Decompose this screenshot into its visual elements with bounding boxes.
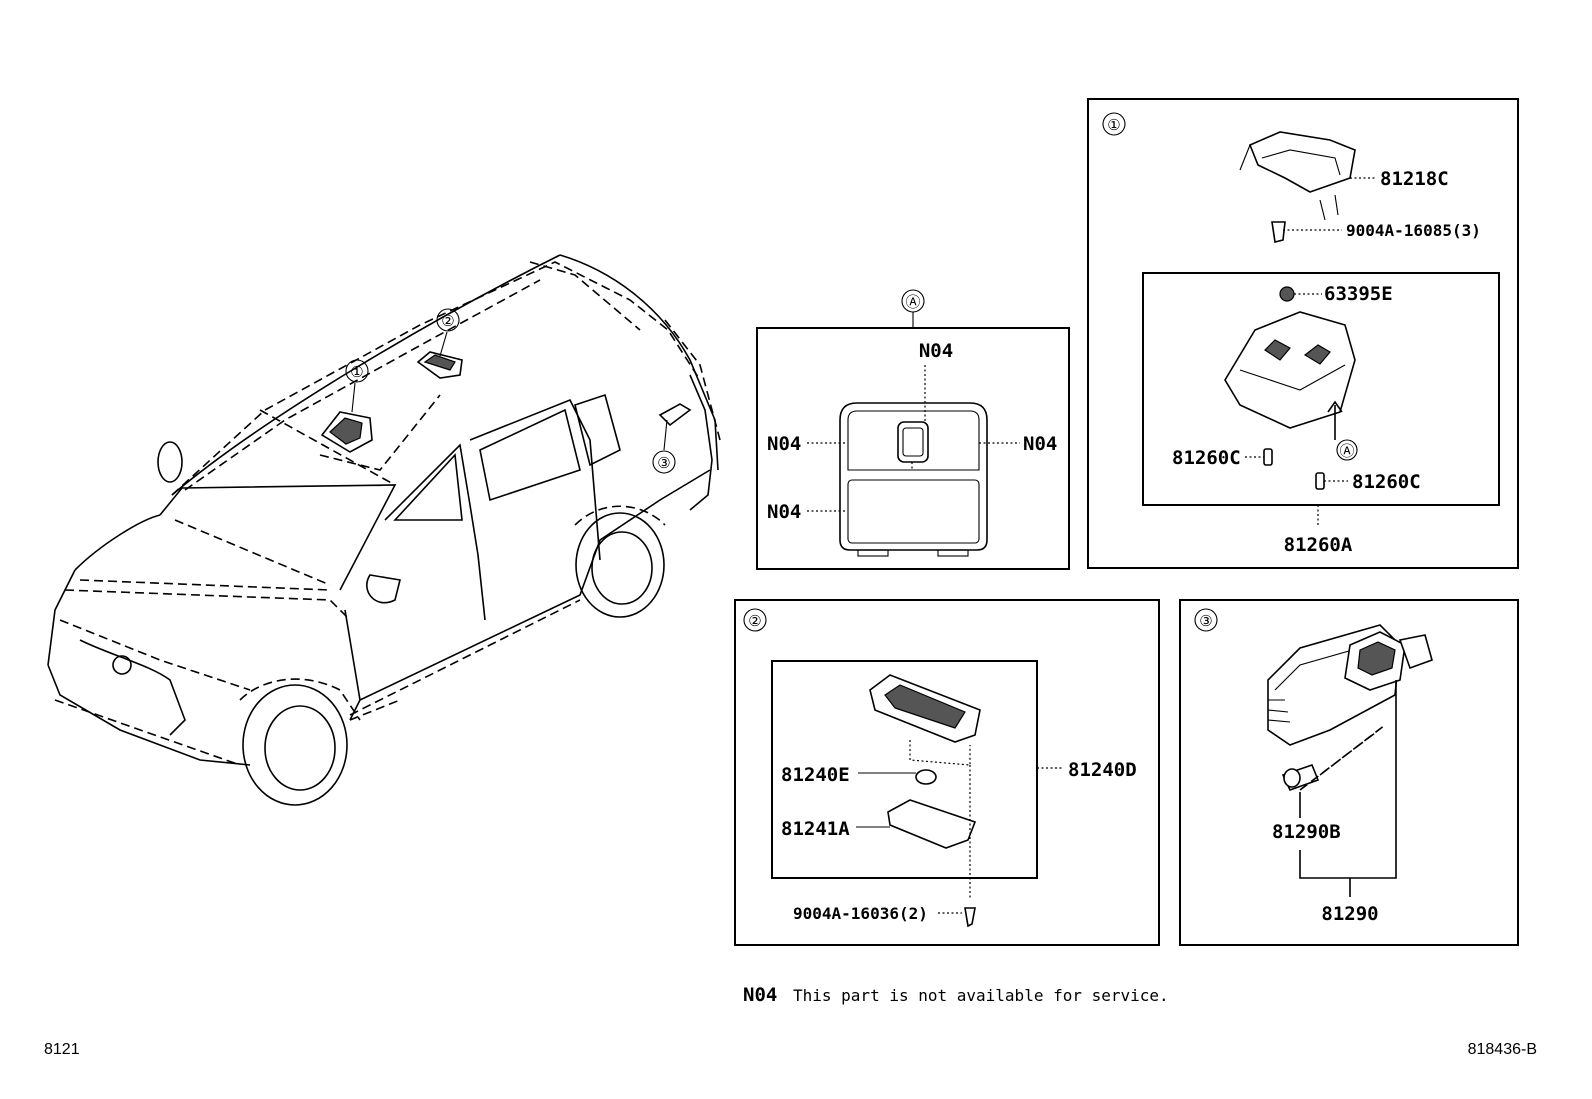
label-81241A: 81241A (781, 818, 850, 840)
note-text: This part is not available for service. (793, 986, 1169, 1005)
box-2-callout-label: ② (748, 613, 761, 630)
label-81260C-right: 81260C (1352, 471, 1421, 493)
label-81218C: 81218C (1380, 168, 1449, 190)
box-1-callout-circle (1102, 112, 1126, 136)
callout-1-label: ① (350, 364, 363, 381)
callout-3-label: ③ (657, 455, 670, 472)
bracket-81218C-illustration (1239, 131, 1356, 243)
callout-1-circle (345, 359, 369, 383)
label-81240D: 81240D (1068, 759, 1137, 781)
footer-right: 818436-B (1468, 1041, 1537, 1058)
box-1-a-callout-label: Ⓐ (1339, 443, 1354, 460)
box-3 (1179, 599, 1519, 946)
note-code: N04 (743, 984, 777, 1006)
map-lamp-assembly-illustration (869, 674, 981, 928)
detail-a-n04-left: N04 (767, 433, 801, 455)
vehicle-illustration (47, 254, 721, 806)
box-1-callout-label: ① (1107, 117, 1120, 134)
callout-2-circle (436, 308, 460, 332)
box-1-a-callout-circle (1336, 439, 1358, 461)
label-63395E: 63395E (1324, 283, 1393, 305)
footer-left: 8121 (44, 1041, 80, 1058)
label-81290: 81290 (1321, 903, 1378, 925)
label-81260A: 81260A (1284, 534, 1353, 556)
label-9004A-16036: 9004A-16036(2) (793, 904, 928, 923)
dome-lamp-assembly-illustration (1224, 286, 1356, 490)
label-81290B: 81290B (1272, 821, 1341, 843)
luggage-lamp-illustration (1267, 624, 1433, 791)
box-1 (1087, 98, 1519, 569)
box-2-inner (771, 660, 1038, 879)
callout-3-circle (652, 450, 676, 474)
label-81240E: 81240E (781, 764, 850, 786)
box-1-inner (1142, 272, 1500, 506)
box-3-callout-circle (1194, 608, 1218, 632)
detail-a-n04-top: N04 (919, 340, 953, 362)
detail-a-n04-right: N04 (1023, 433, 1057, 455)
detail-a-callout-label: Ⓐ (905, 294, 920, 311)
box-3-callout-label: ③ (1199, 613, 1212, 630)
detail-a-n04-bottom: N04 (767, 501, 801, 523)
box-2-callout-circle (743, 608, 767, 632)
label-81260C-left: 81260C (1172, 447, 1241, 469)
box-2 (734, 599, 1160, 946)
label-9004A-16085: 9004A-16085(3) (1346, 221, 1481, 240)
callout-2-label: ② (441, 313, 454, 330)
overhead-console-front-view (839, 402, 988, 557)
